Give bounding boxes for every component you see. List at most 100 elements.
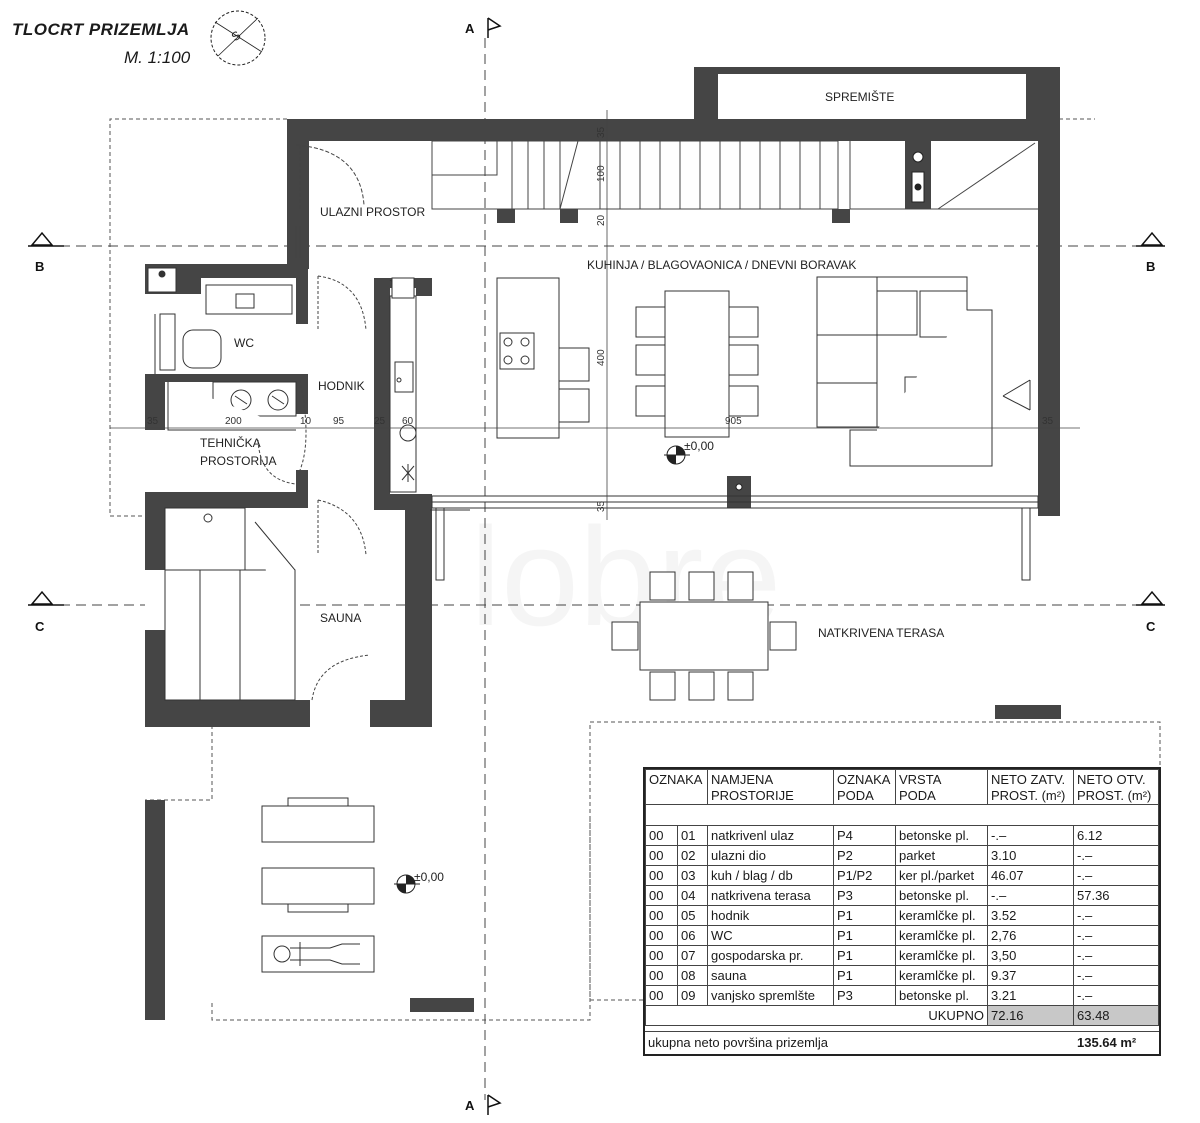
cell-floor: keramlčke pl. — [895, 945, 988, 966]
cell-code: P1/P2 — [833, 865, 896, 886]
cell-b: 03 — [677, 865, 708, 886]
north-symbol: S — [210, 10, 266, 66]
cell-name: WC — [707, 925, 834, 946]
cell-open: 6.12 — [1073, 825, 1159, 846]
drawing-scale: M. 1:100 — [124, 48, 191, 67]
cell-closed: -.– — [987, 885, 1074, 906]
cell-floor: betonske pl. — [895, 985, 988, 1006]
cell-closed: 2,76 — [987, 925, 1074, 946]
header-neto-otv: NETO OTV.PROST. (m²) — [1073, 769, 1159, 805]
room-label-tehnicka: TEHNIČKA — [200, 435, 261, 450]
wc-fixtures — [147, 267, 415, 431]
svg-text:25: 25 — [374, 416, 386, 427]
section-marker-a-top: A — [465, 17, 502, 38]
level-marker-interior: ±0,00 — [664, 439, 714, 465]
cell-code: P3 — [833, 985, 896, 1006]
doors — [257, 144, 371, 701]
cell-a: 00 — [645, 825, 678, 846]
section-marker-a-bottom: A — [465, 1094, 502, 1115]
cell-closed: 3.10 — [987, 845, 1074, 866]
svg-text:200: 200 — [225, 416, 242, 427]
cell-name: natkrivenl ulaz — [707, 825, 834, 846]
svg-text:±0,00: ±0,00 — [414, 870, 444, 884]
header-oznaka: OZNAKA — [645, 769, 708, 805]
cell-a: 00 — [645, 845, 678, 866]
svg-text:C: C — [1146, 619, 1156, 634]
cell-b: 09 — [677, 985, 708, 1006]
cell-name: kuh / blag / db — [707, 865, 834, 886]
cell-floor: keramlčke pl. — [895, 905, 988, 926]
table-spacer-row — [645, 804, 1159, 826]
room-labels: SPREMIŠTE ULAZNI PROSTOR KUHINJA / BLAGO… — [200, 89, 944, 640]
svg-text:100: 100 — [596, 165, 607, 182]
cell-name: vanjsko spremlšte — [707, 985, 834, 1006]
svg-text:A: A — [465, 1098, 475, 1113]
svg-text:±0,00: ±0,00 — [684, 439, 714, 453]
svg-text:S: S — [229, 28, 244, 44]
cell-code: P1 — [833, 965, 896, 986]
table-total-row: UKUPNO 72.16 63.48 — [645, 1005, 1159, 1026]
svg-text:10: 10 — [300, 416, 312, 427]
cell-closed: 3.21 — [987, 985, 1074, 1006]
svg-text:35: 35 — [596, 500, 607, 512]
cell-code: P2 — [833, 845, 896, 866]
cell-closed: 3.52 — [987, 905, 1074, 926]
room-label-spremiste: SPREMIŠTE — [825, 89, 894, 104]
svg-text:35: 35 — [1042, 416, 1054, 427]
cell-open: -.– — [1073, 945, 1159, 966]
cell-a: 00 — [645, 905, 678, 926]
cell-open: -.– — [1073, 845, 1159, 866]
cell-a: 00 — [645, 925, 678, 946]
dining-table — [635, 290, 759, 438]
cell-name: sauna — [707, 965, 834, 986]
svg-text:B: B — [1146, 259, 1155, 274]
svg-text:20: 20 — [596, 214, 607, 226]
sofa — [816, 276, 1031, 467]
cell-code: P1 — [833, 945, 896, 966]
cell-a: 00 — [645, 945, 678, 966]
total-open: 63.48 — [1073, 1005, 1159, 1026]
cell-b: 04 — [677, 885, 708, 906]
cell-closed: 9.37 — [987, 965, 1074, 986]
room-label-wc: WC — [234, 336, 254, 350]
cell-b: 05 — [677, 905, 708, 926]
fireplace — [735, 151, 925, 491]
cell-code: P1 — [833, 925, 896, 946]
room-label-terasa: NATKRIVENA TERASA — [818, 626, 944, 640]
cell-floor: keramlčke pl. — [895, 925, 988, 946]
cell-open: -.– — [1073, 965, 1159, 986]
sauna-benches — [164, 507, 296, 701]
svg-text:905: 905 — [725, 416, 742, 427]
room-label-hodnik: HODNIK — [318, 379, 365, 393]
cell-b: 02 — [677, 845, 708, 866]
sun-loungers — [261, 797, 375, 973]
cell-floor: betonske pl. — [895, 825, 988, 846]
dimension-labels: 35 100 20 400 35 35 200 10 95 25 60 905 … — [147, 126, 1054, 512]
walls — [145, 67, 1061, 1020]
svg-text:60: 60 — [402, 416, 414, 427]
cell-b: 08 — [677, 965, 708, 986]
svg-text:35: 35 — [596, 126, 607, 138]
cell-open: -.– — [1073, 925, 1159, 946]
cell-b: 06 — [677, 925, 708, 946]
svg-text:400: 400 — [596, 349, 607, 366]
cell-code: P1 — [833, 905, 896, 926]
svg-text:95: 95 — [333, 416, 345, 427]
svg-text:C: C — [35, 619, 45, 634]
cell-b: 07 — [677, 945, 708, 966]
room-label-sauna: SAUNA — [320, 611, 361, 625]
svg-text:A: A — [465, 21, 475, 36]
cell-b: 01 — [677, 825, 708, 846]
cell-floor: keramlčke pl. — [895, 965, 988, 986]
cell-closed: 46.07 — [987, 865, 1074, 886]
